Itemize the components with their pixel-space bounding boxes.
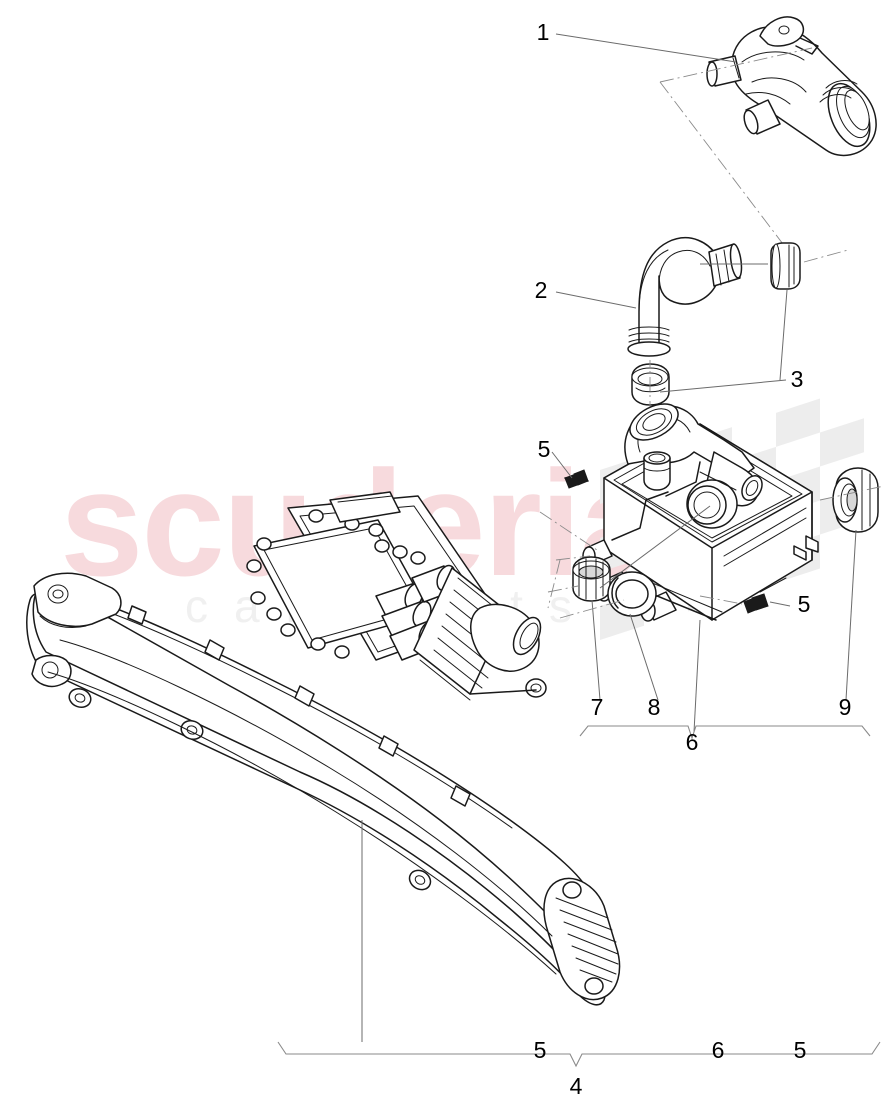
leader-line-8 [629,613,659,701]
leader-line-3a [779,289,788,381]
intercooler-module [246,491,547,701]
leader-line-7 [591,599,601,701]
leader-line-3b [659,379,787,393]
construction-line-6c [547,585,579,593]
callout-7: 7 [591,694,604,720]
callout-1: 1 [537,19,550,45]
leader-line-1 [555,33,737,63]
part-7-bushing-sleeve [572,556,611,602]
construction-line-6b [555,555,591,561]
callout-3: 3 [791,366,804,392]
callout-5-bottom-left: 5 [534,1037,547,1063]
leader-line-5b [769,601,791,607]
callout-6-bottom: 6 [712,1037,725,1063]
construction-line-3b [803,249,849,263]
callout-9: 9 [839,694,852,720]
bracket-assembly-6 [579,725,871,740]
construction-line-6a [539,511,601,553]
callout-5-bottom-right: 5 [794,1037,807,1063]
part-9-rubber-grommet [832,467,879,533]
part-2-curved-intake-hose [627,237,743,357]
callout-2: 2 [535,277,548,303]
construction-line-5b [699,595,743,605]
leader-line-2 [555,291,637,309]
callout-4: 4 [570,1073,583,1099]
bracket-assembly-4 [277,1041,881,1068]
part-3-hose-clamp-ring-lower [631,363,670,406]
construction-line-9 [819,485,885,501]
leader-line-9 [845,529,857,701]
part-5-hex-bolt-upper [564,469,589,489]
leader-line-6a [693,619,701,733]
callout-5-lower: 5 [798,591,811,617]
part-3-hose-clamp-ring-upper [770,242,801,290]
callout-6-assembly: 6 [686,729,699,755]
leader-line-5a [551,451,573,479]
construction-line-6e [547,559,561,609]
callout-5-upper: 5 [538,436,551,462]
construction-line-6d [559,599,625,619]
part-4-intake-manifold [26,572,621,1006]
part-6-air-filter-housing-assembly [582,403,819,622]
leader-line-6-port [599,505,711,589]
construction-line-1b [659,81,787,249]
construction-line-1a [659,47,813,83]
part-8-o-ring-seal [607,571,657,617]
callout-8: 8 [648,694,661,720]
part-5-hex-bolt-lower [743,593,769,614]
part-1-air-intake-elbow-pipe [706,16,877,157]
